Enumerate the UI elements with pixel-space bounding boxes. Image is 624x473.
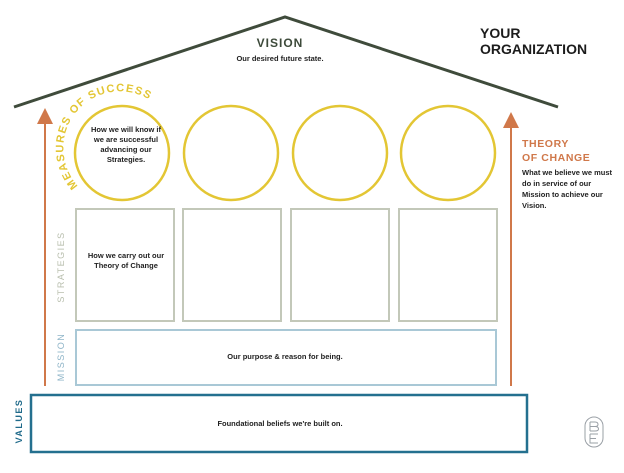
measure-circle-2 [182,104,280,202]
vision-title: VISION [256,36,304,50]
vision-subtitle: Our desired future state. [236,54,324,63]
theory-of-change-title-line-2: OF CHANGE [522,152,591,164]
mission-box [75,329,497,386]
roof-outline [13,15,559,109]
values-label: VALUES [14,398,24,444]
measure-circle-3 [291,104,389,202]
measure-circle-4 [399,104,497,202]
strategy-box-1 [75,208,175,322]
measures-description: How we will know if we are successful ad… [90,125,161,164]
theory-of-change-title: THEORY OF CHANGE [522,137,622,165]
values-description: Foundational beliefs we're built on. [217,419,343,428]
organization-title: YOUR ORGANIZATION [480,25,610,57]
organization-line-2: ORGANIZATION [480,41,588,57]
values-box [29,393,529,454]
theory-of-change-title-line-1: THEORY [522,138,569,150]
strategies-description: How we carry out our Theory of Change [87,251,165,270]
strategy-box-4 [398,208,498,322]
strategies-label: STRATEGIES [56,231,66,303]
theory-of-change-description: What we believe we must do in service of… [522,168,613,210]
strategy-box-2 [182,208,282,322]
organization-line-1: YOUR [480,25,521,41]
be-logo-icon [584,416,604,448]
mission-label: MISSION [56,332,66,382]
strategy-box-3 [290,208,390,322]
measure-circle-1 [73,104,171,202]
mission-description: Our purpose & reason for being. [227,352,343,361]
